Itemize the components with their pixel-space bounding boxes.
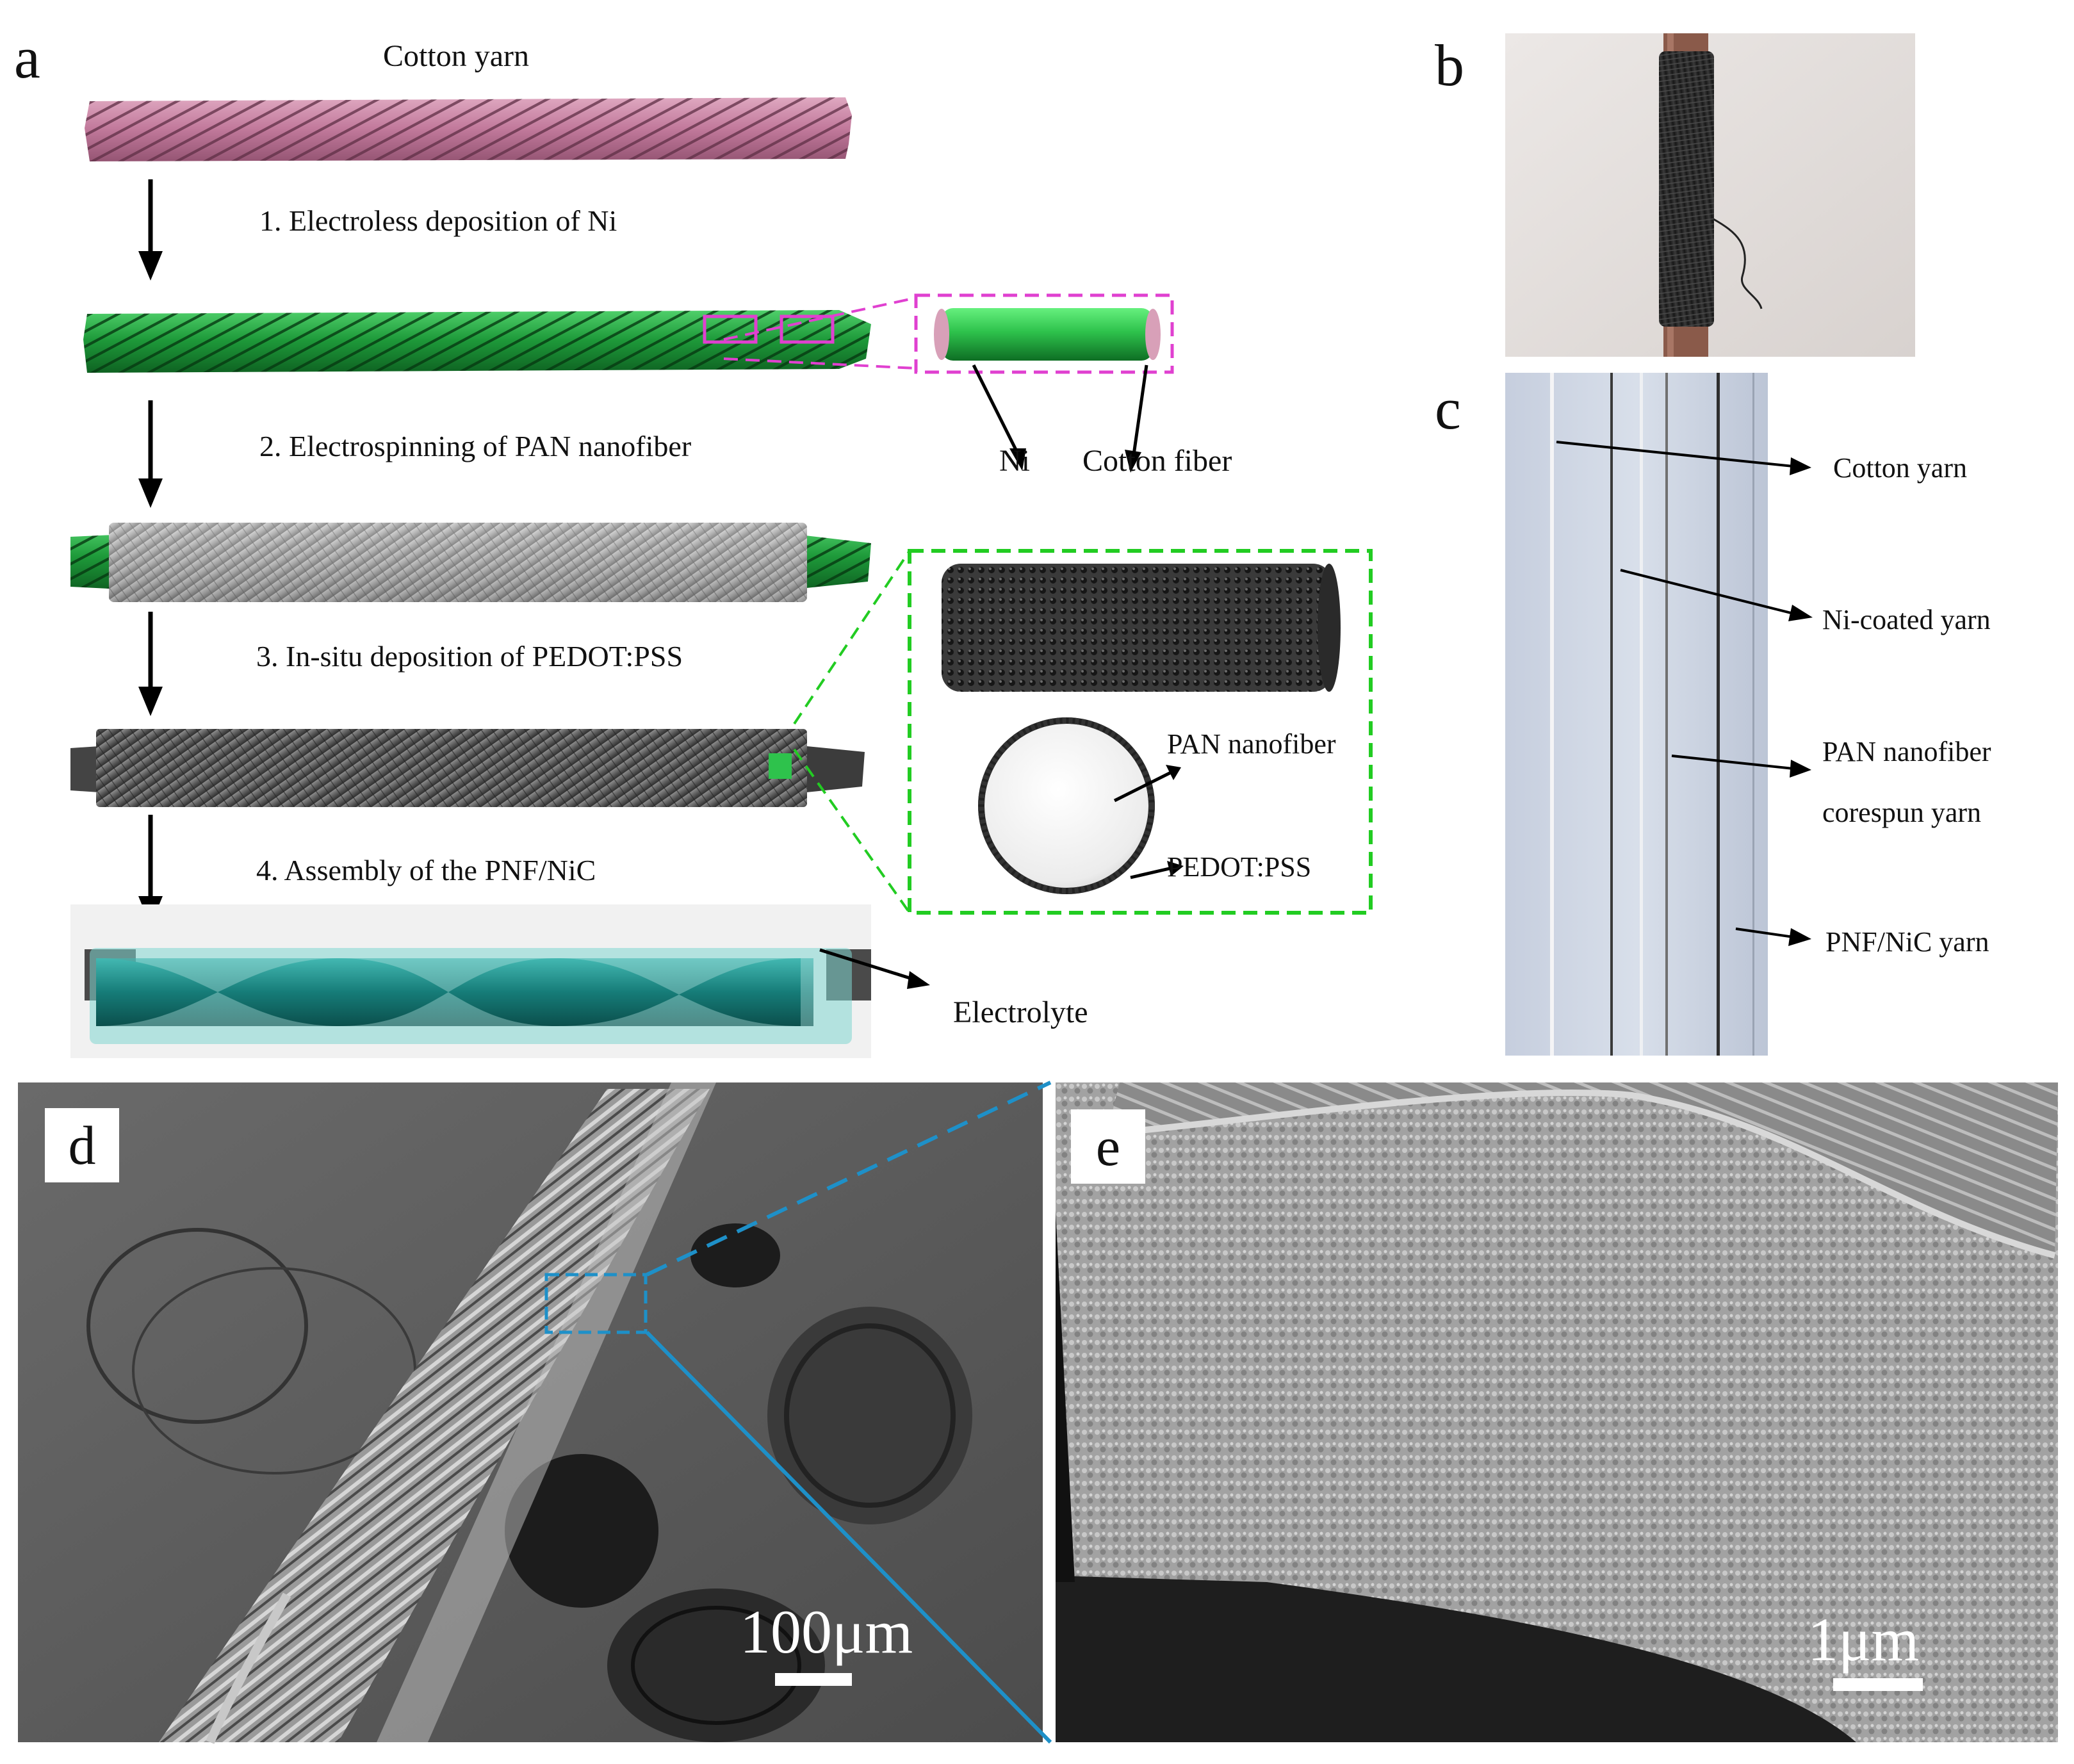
panel-letter-d: d [45,1108,119,1182]
sem-image-surface [1056,1082,2058,1742]
pan-nanofiber-yarn-illustration [70,523,871,602]
ni-inset [723,293,1174,374]
step-label-2: 2. Electrospinning of PAN nanofiber [259,430,692,462]
pedot-coated-yarn-illustration [70,729,865,807]
electrolyte-label: Electrolyte [953,995,1088,1029]
ni-pointer-arrows [972,364,1148,473]
cotton-yarn-label: Cotton yarn [1833,452,1967,484]
step-arrow-1 [138,179,163,281]
panel-letter-c: c [1435,376,1461,441]
step-label-3: 3. In-situ deposition of PEDOT:PSS [256,640,683,673]
ni-label: Ni [999,444,1030,478]
step-label-1: 1. Electroless deposition of Ni [259,204,617,237]
step-label-4: 4. Assembly of the PNF/NiC [256,854,596,886]
pnf-nic-yarn-label: PNF/NiC yarn [1825,926,1989,958]
scale-bar-e [1833,1678,1923,1691]
yarn-comparison-photo [1505,373,1768,1056]
corespun-yarn-label: corespun yarn [1822,797,1982,828]
panel-letter-a: a [14,25,40,90]
pedot-inset [793,549,1373,915]
cotton-fiber-label: Cotton fiber [1082,444,1232,478]
scale-label-d: 100μm [740,1597,913,1666]
yarn-comparison-pointers [1556,441,1813,946]
step-arrow-2 [138,400,163,508]
yarn-bobbin-photo [1505,33,1915,357]
pan-nanofiber-inset-label: PAN nanofiber [1167,728,1336,760]
pedot-pss-inset-label: PEDOT:PSS [1167,851,1312,883]
step-arrow-3 [138,612,163,716]
pan-nanofiber-yarn-label: PAN nanofiber [1822,736,1991,767]
cotton-yarn-illustration [85,97,852,161]
ni-coated-yarn-illustration [83,310,871,373]
pnf-nic-assembly-illustration [70,904,871,1058]
electrolyte-pointer [819,948,930,989]
panel-letter-e: e [1071,1109,1145,1184]
scale-bar-d [775,1673,852,1686]
sem-image-yarn [18,1082,1043,1744]
scale-label-e: 1μm [1808,1605,1920,1674]
ni-coated-yarn-label: Ni-coated yarn [1822,604,1991,635]
panel-letter-b: b [1435,33,1464,98]
cotton-yarn-title: Cotton yarn [383,39,529,73]
pedot-inset-pointers [1113,765,1184,879]
